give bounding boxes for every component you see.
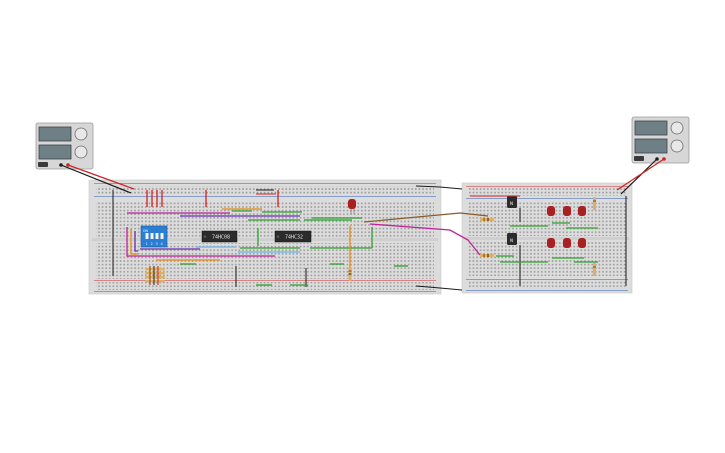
led-icon[interactable]	[563, 206, 571, 216]
terminal-plus-label: +	[67, 159, 70, 163]
wire-purple[interactable]	[134, 231, 138, 252]
terminal-minus-label: -	[60, 159, 61, 163]
current-display-icon	[634, 138, 668, 154]
resistor-icon[interactable]	[593, 197, 596, 210]
wire-orange[interactable]	[130, 229, 138, 255]
ic-chip-2[interactable]: 74HC32	[274, 230, 312, 243]
dip-switch-number-3: 3	[156, 242, 158, 246]
transistor-1-label: N	[510, 201, 513, 206]
wire-black[interactable]	[60, 164, 132, 194]
dip-switch-number-2: 2	[151, 242, 153, 246]
signal-wires	[363, 212, 489, 256]
led-icon[interactable]	[578, 238, 586, 248]
ic-chip-2-label: 74HC32	[285, 234, 303, 240]
led-icon[interactable]	[547, 206, 555, 216]
dip-switch-toggle-3[interactable]	[155, 233, 159, 239]
current-display-icon	[38, 144, 72, 160]
terminal-plus-label: +	[663, 153, 666, 157]
voltage-display-icon	[38, 126, 72, 142]
wire-magenta[interactable]	[369, 223, 481, 256]
secondary-board-parts: N N	[470, 195, 627, 286]
resistor-icon[interactable]	[145, 280, 165, 283]
led-main[interactable]	[348, 199, 356, 214]
ic-chip-1-label: 74HC08	[212, 234, 230, 240]
transistor-icon[interactable]	[507, 233, 517, 245]
dip-switch-toggle-1[interactable]	[145, 233, 149, 239]
dip-switch[interactable]: ON 1 2 3 4	[140, 225, 168, 248]
wire-black[interactable]	[415, 185, 463, 190]
led-icon[interactable]	[578, 206, 586, 216]
dip-switch-on-label: ON	[143, 229, 149, 233]
resistor-icon[interactable]	[145, 268, 165, 271]
voltage-knob-icon[interactable]	[670, 121, 684, 135]
wire-red[interactable]	[67, 164, 135, 190]
supply-wires	[60, 158, 665, 291]
power-switch-icon[interactable]	[38, 162, 48, 167]
wire-magenta[interactable]	[126, 227, 140, 257]
dip-switch-number-4: 4	[161, 242, 163, 246]
resistor-icon[interactable]	[593, 263, 596, 276]
voltage-display-icon	[634, 120, 668, 136]
resistor-icon[interactable]	[145, 276, 165, 279]
transistor-2-label: N	[510, 238, 513, 243]
current-knob-icon[interactable]	[670, 139, 684, 153]
dip-switch-toggle-2[interactable]	[150, 233, 154, 239]
voltage-knob-icon[interactable]	[74, 127, 88, 141]
wire-brown[interactable]	[363, 212, 489, 223]
resistor-vertical-main[interactable]	[348, 267, 352, 281]
resistor-icon[interactable]	[145, 272, 165, 275]
transistor-icon[interactable]	[507, 196, 517, 208]
wire-red[interactable]	[616, 158, 665, 191]
resistor-bank	[145, 266, 165, 285]
power-supply-left: - +	[35, 122, 94, 170]
led-icon[interactable]	[547, 238, 555, 248]
wire-black[interactable]	[415, 285, 463, 291]
dip-switch-toggle-4[interactable]	[160, 233, 164, 239]
dip-switch-number-1: 1	[146, 242, 148, 246]
breadboard-secondary	[461, 182, 633, 294]
main-board-wires	[112, 189, 408, 287]
ic-chip-1[interactable]: 74HC08	[201, 230, 238, 243]
led-icon[interactable]	[348, 199, 356, 209]
current-knob-icon[interactable]	[74, 145, 88, 159]
led-icon[interactable]	[563, 238, 571, 248]
resistor-icon[interactable]	[480, 254, 494, 257]
power-supply-right: - +	[631, 116, 690, 164]
power-switch-icon[interactable]	[634, 156, 644, 161]
terminal-minus-label: -	[656, 153, 657, 157]
resistor-icon[interactable]	[480, 218, 494, 221]
wire-black[interactable]	[620, 158, 658, 195]
